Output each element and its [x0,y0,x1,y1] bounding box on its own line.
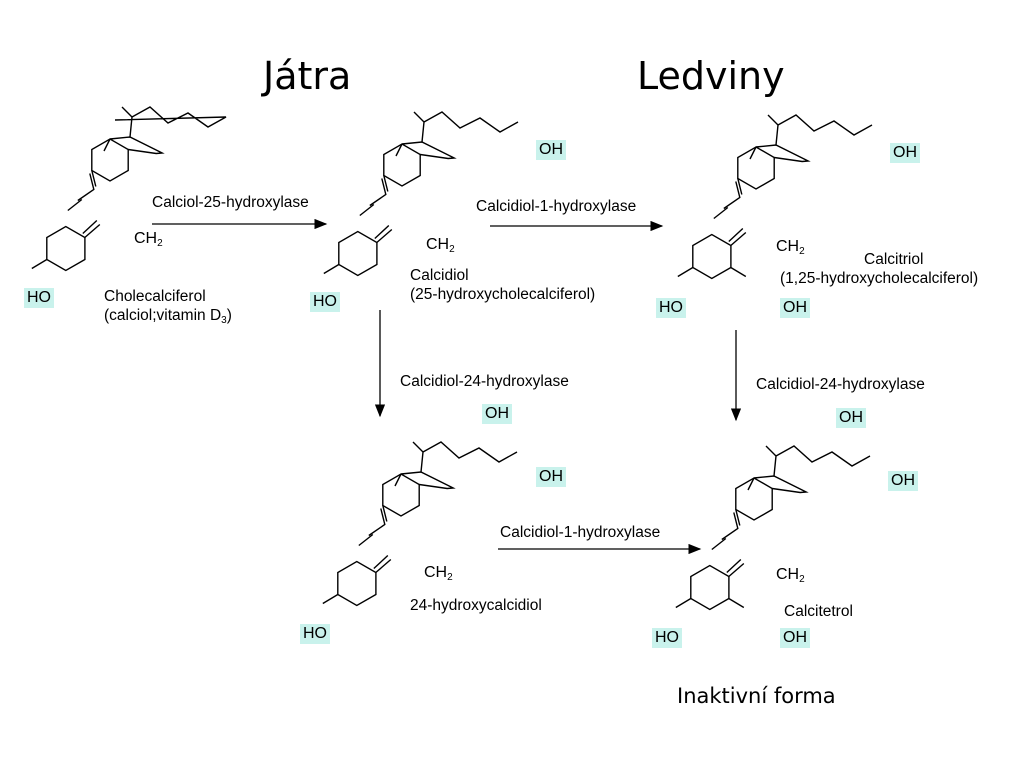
enzyme-calciol-25-hydroxylase: Calciol-25-hydroxylase [152,194,309,211]
calcitetrol-ring-c [735,477,773,521]
cholecalciferol-methyl [103,138,111,152]
ho-group-calcitetrol: HO [652,628,682,648]
oh-group-calcitriol-25: OH [890,143,920,163]
cholecalciferol-ring-c [91,138,129,182]
cholecalciferol-ho-bond [31,258,48,270]
calcitriol-ring-a [692,233,732,280]
calcitriol-exo-methylene [728,227,747,247]
calcidiol-ring-c [383,143,421,187]
label-hydroxycalcidiol: 24-hydroxycalcidiol [410,597,542,614]
calcidiol-ring-d [401,141,457,160]
calcitetrol-ring-a [690,564,730,611]
label-calcidiol: Calcidiol (25-hydroxycholecalciferol) [410,267,596,303]
calcitriol-triene [713,178,743,220]
oh-group-calcitetrol-1: OH [780,628,810,648]
calcitriol-ring-c [737,146,775,190]
hydroxycalcidiol-triene [358,505,388,547]
calcitetrol-exo-methylene [726,558,745,578]
calcitetrol-ho-bond [675,597,692,609]
oh-group-calcitriol-1: OH [780,298,810,318]
cholecalciferol-side-chain [114,106,227,138]
calcitetrol-side-chain [765,445,871,477]
hydroxycalcidiol-ring-a [337,560,377,607]
calcitriol-oh1-bond [730,266,747,278]
ch2-cholecalciferol: CH2 [134,230,163,249]
cholecalciferol-triene [67,170,97,212]
hydroxycalcidiol-ho-bond [322,593,339,605]
heading-liver: Játra [263,54,352,98]
label-cholecalciferol: Cholecalciferol (calciol;vitamin D3) [104,288,232,326]
hydroxycalcidiol-exo-methylene [373,554,392,574]
calcidiol-ring-a [338,230,378,277]
calcitriol-ring-d [755,144,811,163]
oh-group-calcitetrol-24: OH [836,408,866,428]
calcidiol-ho-bond [323,263,340,275]
hydroxycalcidiol-ring-d [400,471,456,490]
ho-group-calcitriol: HO [656,298,686,318]
oh-group-hydroxycalcidiol-25: OH [536,467,566,487]
hydroxycalcidiol-side-chain [412,441,518,473]
ch2-hydroxycalcidiol: CH2 [424,564,453,583]
heading-kidney: Ledviny [637,54,785,98]
calcitetrol-triene [711,509,741,551]
calcitetrol-methyl [747,477,755,491]
ch2-calcitetrol: CH2 [776,566,805,585]
ch2-calcidiol: CH2 [426,236,455,255]
cholecalciferol-exo-methylene [82,219,101,239]
calcitriol-side-chain [767,114,873,146]
note-inactive-form: Inaktivní forma [677,684,836,708]
enzyme-calcidiol-24-hydroxylase-right: Calcidiol-24-hydroxylase [756,376,925,393]
hydroxycalcidiol-methyl [394,473,402,487]
cholecalciferol-ring-d [109,136,165,155]
calcidiol-exo-methylene [374,224,393,244]
calcitetrol-ring-d [753,475,809,494]
ho-group-hydroxycalcidiol: HO [300,624,330,644]
enzyme-calcidiol-24-hydroxylase-left: Calcidiol-24-hydroxylase [400,373,569,390]
calcitriol-ho-bond [677,266,694,278]
label-calcitriol: Calcitriol (1,25-hydroxycholecalciferol) [780,251,979,287]
ho-group-calcidiol: HO [310,292,340,312]
calcitriol-methyl [749,146,757,160]
calcidiol-triene [359,175,389,217]
hydroxycalcidiol-ring-c [382,473,420,517]
ho-group-cholecalciferol: HO [24,288,54,308]
ch2-calcitriol: CH2 [776,238,805,257]
oh-group-calcitetrol-25: OH [888,471,918,491]
enzyme-calcidiol-1-hydroxylase-top: Calcidiol-1-hydroxylase [476,198,637,215]
calcidiol-side-chain [413,111,519,143]
oh-group-hydroxycalcidiol-24: OH [482,404,512,424]
calcitetrol-oh1-bond [728,597,745,609]
calcidiol-methyl [395,143,403,157]
cholecalciferol-ring-a [46,225,86,272]
oh-group-calcidiol-25: OH [536,140,566,160]
label-calcitetrol: Calcitetrol [784,603,853,620]
enzyme-calcidiol-1-hydroxylase-bottom: Calcidiol-1-hydroxylase [500,524,661,541]
